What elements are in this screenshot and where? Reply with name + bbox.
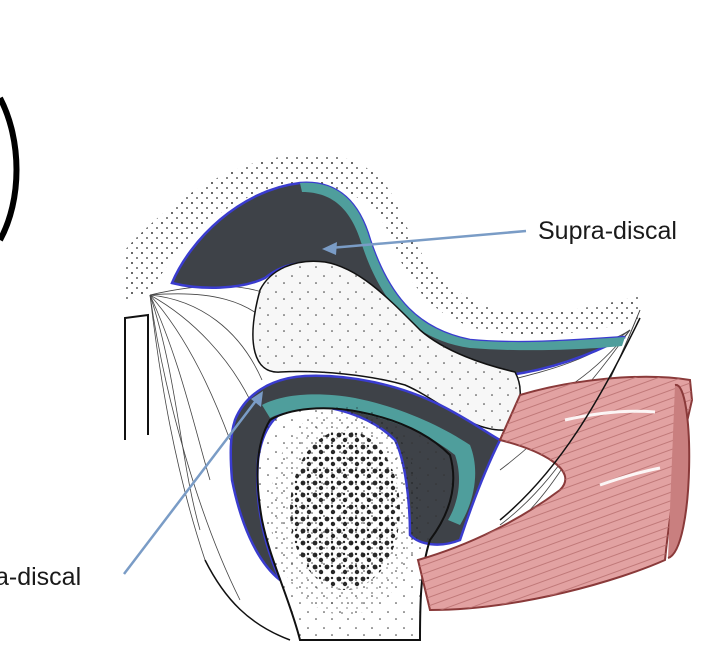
condyle-cartilage: [262, 394, 476, 525]
supra-discal-label: Supra-discal: [538, 217, 677, 245]
condyle-marrow-halo: [270, 405, 420, 615]
muscle-fibers: [418, 376, 692, 610]
fossa-cartilage: [300, 182, 625, 351]
muscle-highlight-lower: [599, 466, 661, 487]
disc-dots: [252, 261, 521, 431]
muscle-highlight-upper: [564, 409, 656, 422]
infra-discal-label: a-discal: [0, 563, 82, 591]
lateral-box: [124, 313, 149, 440]
edge-ring-arc: [0, 96, 20, 242]
condyle-neck-left: [204, 559, 291, 641]
temporal-bone-stipple: [125, 154, 640, 335]
ligament-fibers-left: [149, 285, 286, 601]
infra-discal-arrowhead: [251, 391, 263, 407]
supra-discal-arrowhead: [322, 242, 337, 255]
capsule-line-right: [499, 317, 641, 521]
supra-discal-arrow: [329, 229, 527, 250]
infra-discal-arrow: [123, 397, 259, 575]
muscle-tendon-end: [667, 384, 691, 559]
